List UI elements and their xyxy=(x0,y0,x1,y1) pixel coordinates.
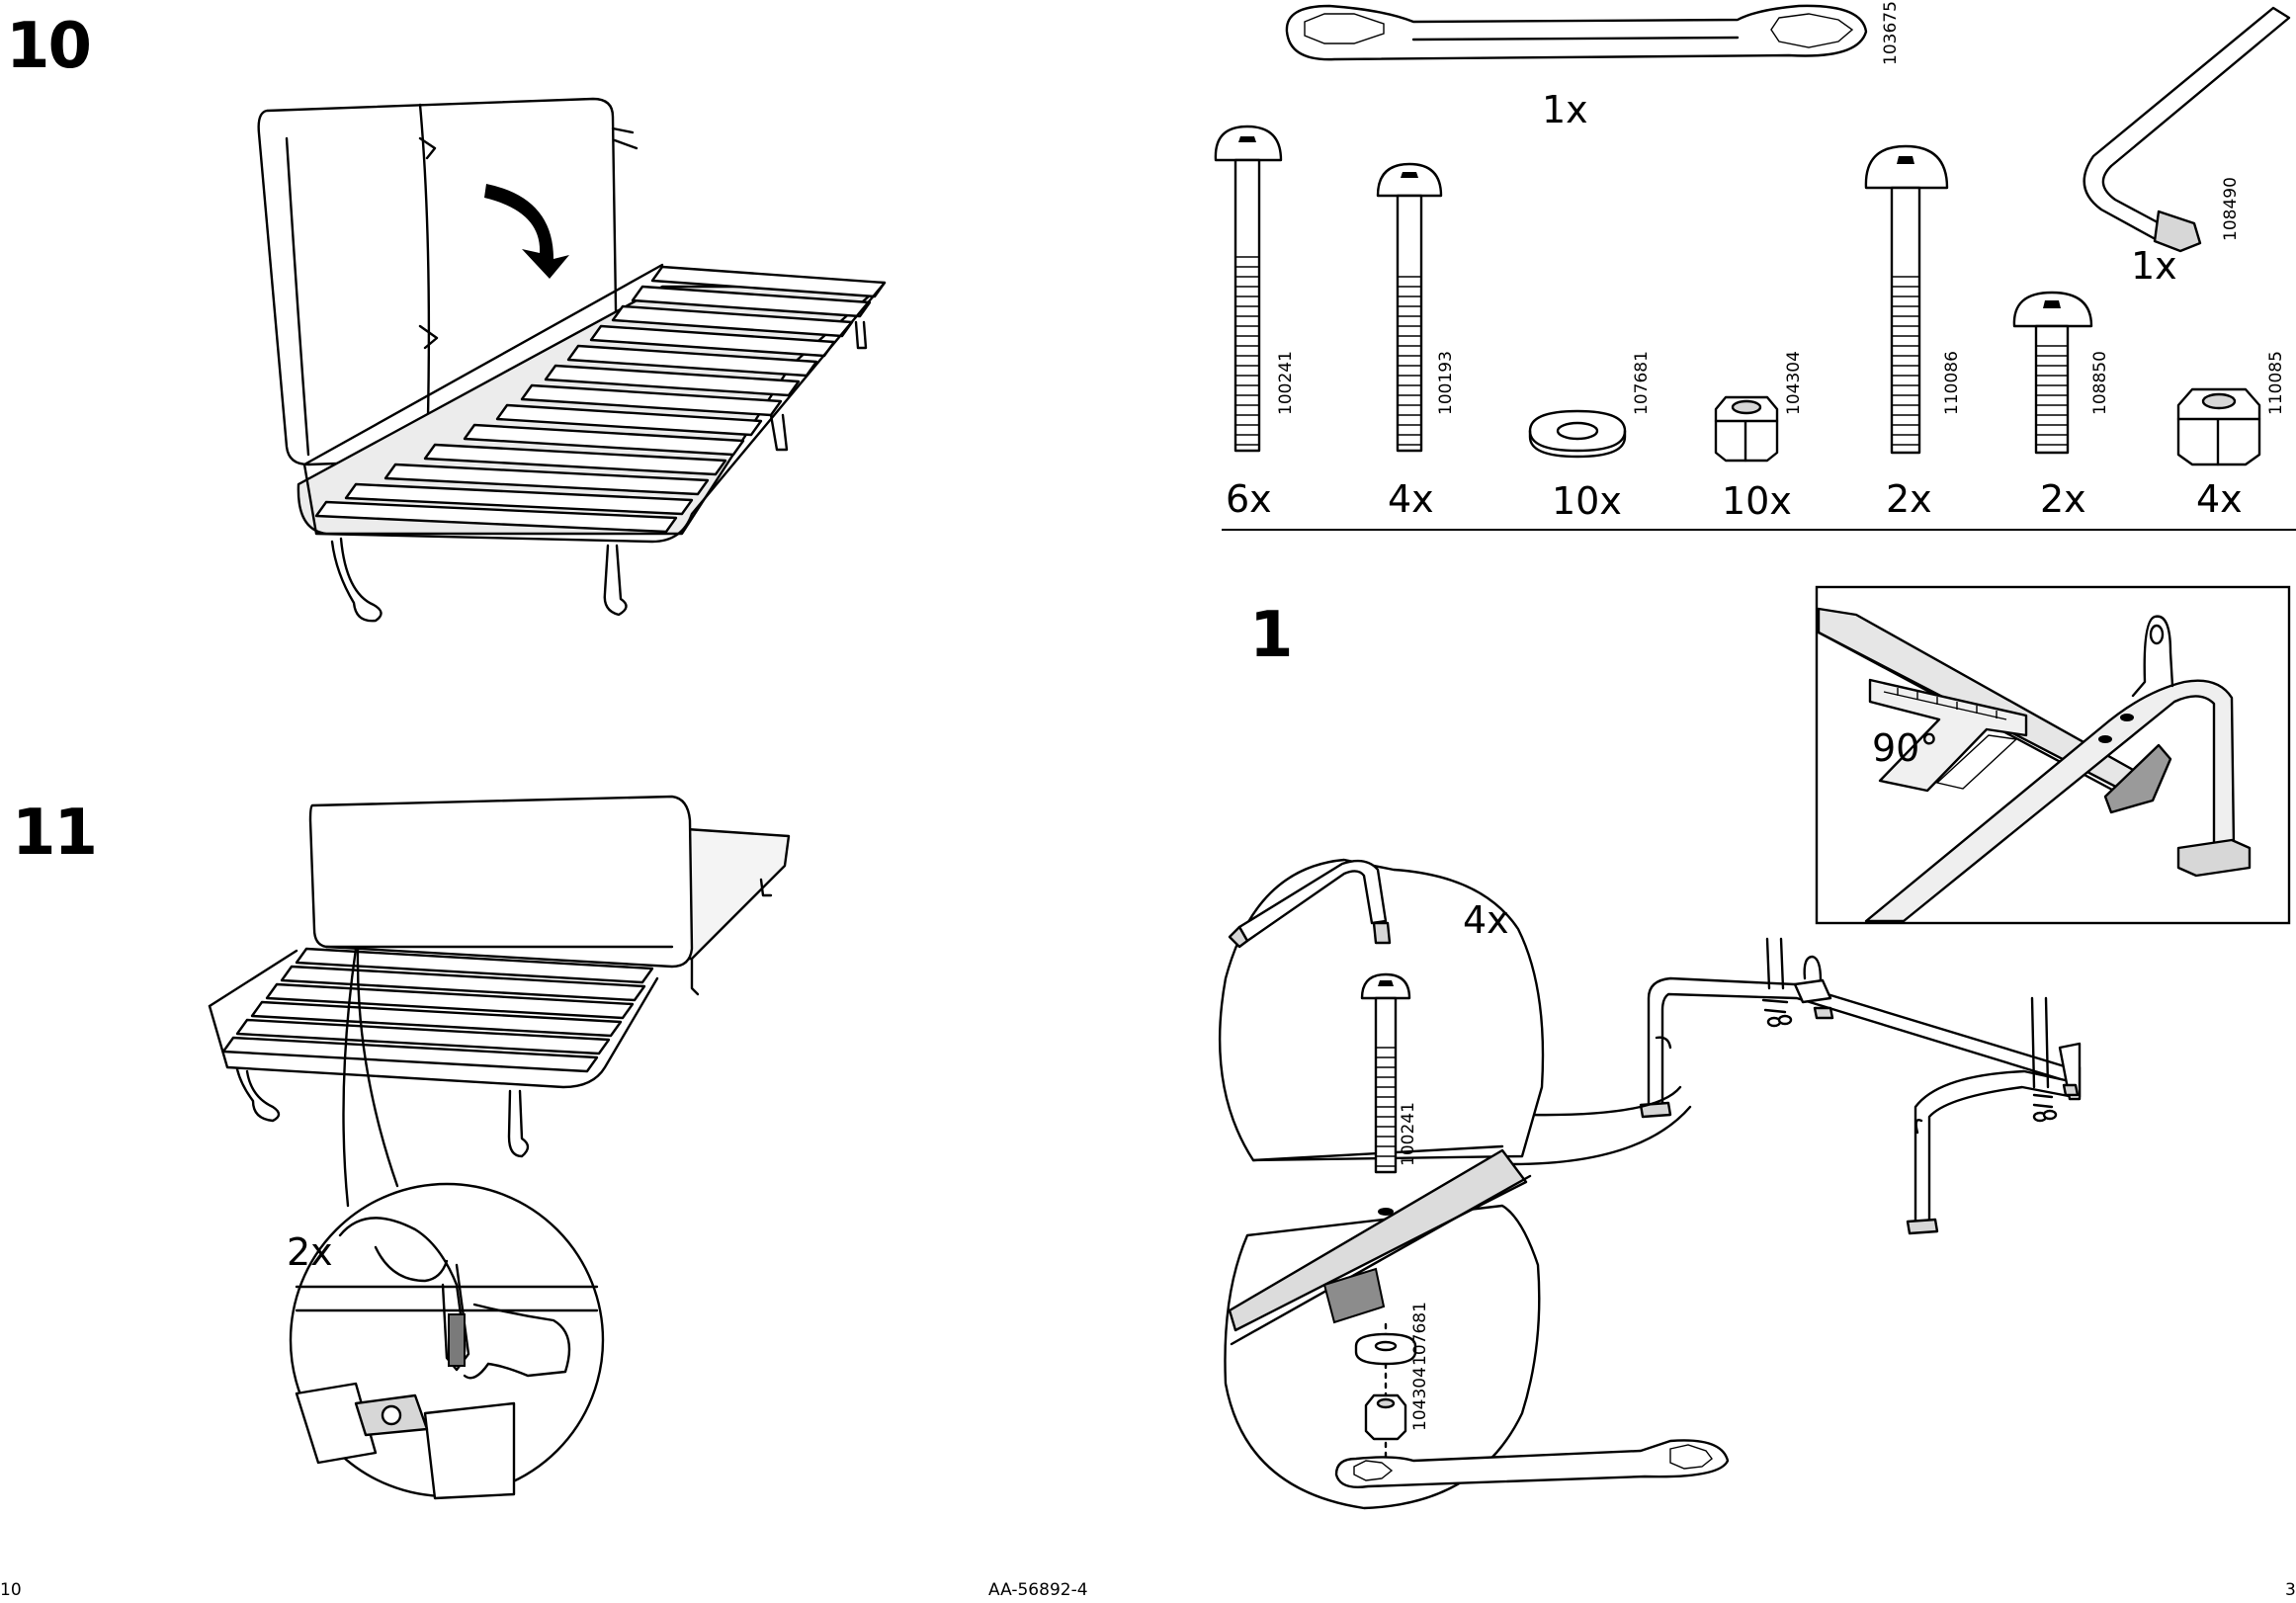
step-1-nut-code: 104304 xyxy=(1410,1367,1430,1431)
part-qty-108850: 2x xyxy=(2040,477,2086,521)
part-code-100193: 100193 xyxy=(1436,351,1456,415)
part-nut-110085 xyxy=(2176,387,2261,466)
part-code-104304: 104304 xyxy=(1784,351,1804,415)
document-id: AA-56892-4 xyxy=(988,1580,1088,1599)
part-bolt-100193 xyxy=(1376,162,1443,453)
part-qty-100193: 4x xyxy=(1388,477,1434,521)
part-code-103675: 103675 xyxy=(1881,1,1901,65)
step-1-washer-code: 107681 xyxy=(1410,1302,1430,1366)
part-qty-103675: 1x xyxy=(1542,88,1588,131)
part-qty-110086: 2x xyxy=(1886,477,1932,521)
part-qty-108490: 1x xyxy=(2131,244,2177,288)
part-code-100241: 100241 xyxy=(1276,351,1296,415)
part-code-110085: 110085 xyxy=(2266,351,2286,415)
part-bolt-100241 xyxy=(1214,125,1283,453)
part-bolt-108850 xyxy=(2012,291,2093,455)
part-bolt-110086 xyxy=(1864,144,1949,455)
part-code-107681: 107681 xyxy=(1632,351,1652,415)
angle-label: 90° xyxy=(1872,726,1938,770)
part-code-108850: 108850 xyxy=(2090,351,2110,415)
part-code-110086: 110086 xyxy=(1942,351,1962,415)
step-1-number: 1 xyxy=(1249,599,1292,672)
step-11-slats xyxy=(221,947,654,1073)
part-qty-107681: 10x xyxy=(1552,479,1622,523)
step-1-detail-lower: 107681 104304 xyxy=(1224,1148,1730,1510)
part-washer-107681 xyxy=(1528,409,1627,459)
part-nut-104304 xyxy=(1714,395,1779,463)
part-qty-110085: 4x xyxy=(2196,477,2243,521)
step-11-quantity: 2x xyxy=(287,1230,333,1274)
carpenter-square-icon xyxy=(1868,678,2028,793)
step-1-frame xyxy=(1510,937,2082,1235)
frame-screws xyxy=(1761,937,2058,1123)
step-11-illustration: 2x xyxy=(208,795,791,1500)
part-wrench-103675 xyxy=(1285,4,1868,61)
part-qty-100241: 6x xyxy=(1226,477,1272,521)
part-qty-104304: 10x xyxy=(1722,479,1792,523)
step-10-number: 10 xyxy=(6,10,90,83)
step-1-bolt-code: 100241 xyxy=(1399,1102,1418,1166)
step-1-angle-inset: 90° xyxy=(1815,585,2291,925)
page-number-left: 10 xyxy=(0,1580,22,1599)
step-1-detail-upper: 4x 100241 xyxy=(1218,858,1545,1174)
page-number-right: 3 xyxy=(2285,1580,2296,1599)
part-allen-key-108490 xyxy=(2083,6,2291,253)
step-11-detail-hands xyxy=(295,1217,599,1500)
part-code-108490: 108490 xyxy=(2221,177,2241,241)
step-11-number: 11 xyxy=(12,797,96,870)
fold-arrow-icon xyxy=(484,184,569,279)
step-1-quantity: 4x xyxy=(1463,898,1509,942)
step-10-illustration xyxy=(257,97,887,623)
